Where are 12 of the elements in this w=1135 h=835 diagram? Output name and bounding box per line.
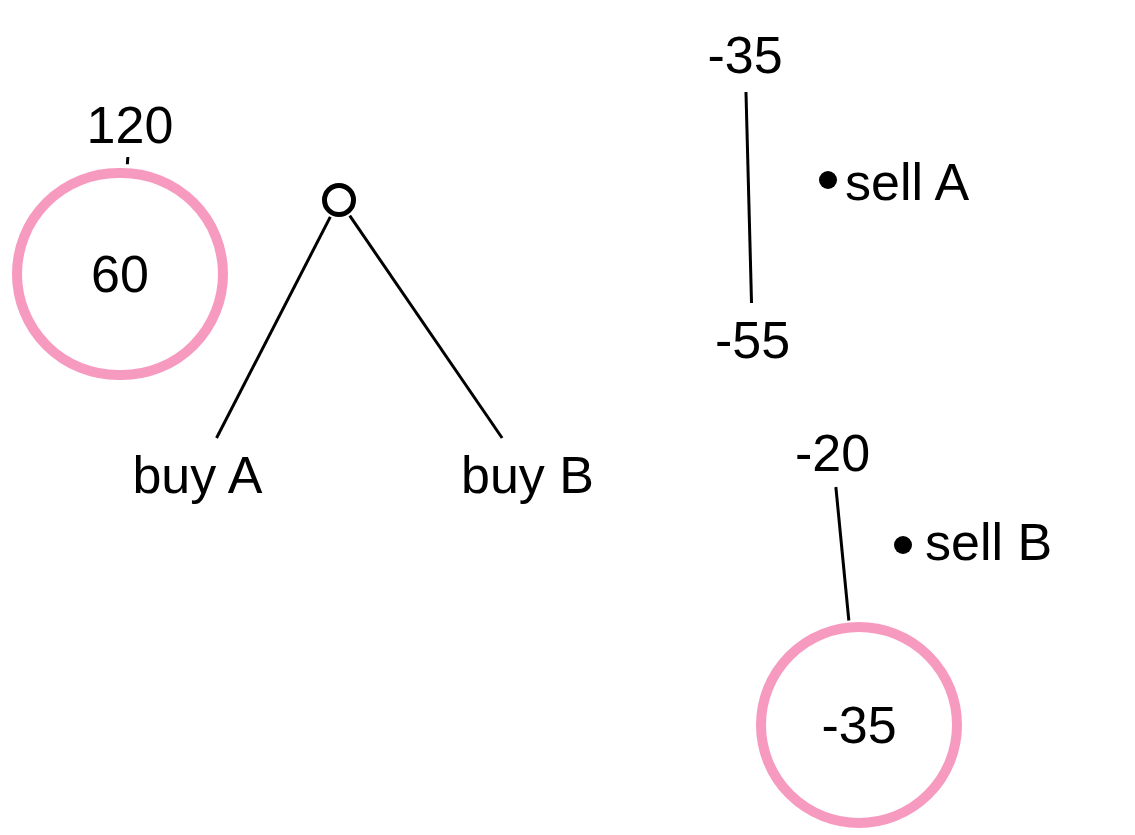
connector-line [744,91,754,304]
node-text: -35 [821,699,897,751]
node-text: -35 [707,29,783,81]
action-label: sell A [845,152,970,213]
action-label: sell B [925,512,1053,573]
node-text: -55 [714,314,791,366]
node-text: 60 [91,248,149,300]
node-text: -20 [794,426,871,479]
node-text: 120 [86,99,174,151]
connector-line [215,216,332,439]
connector-line [125,156,130,165]
connector-line [834,486,851,621]
